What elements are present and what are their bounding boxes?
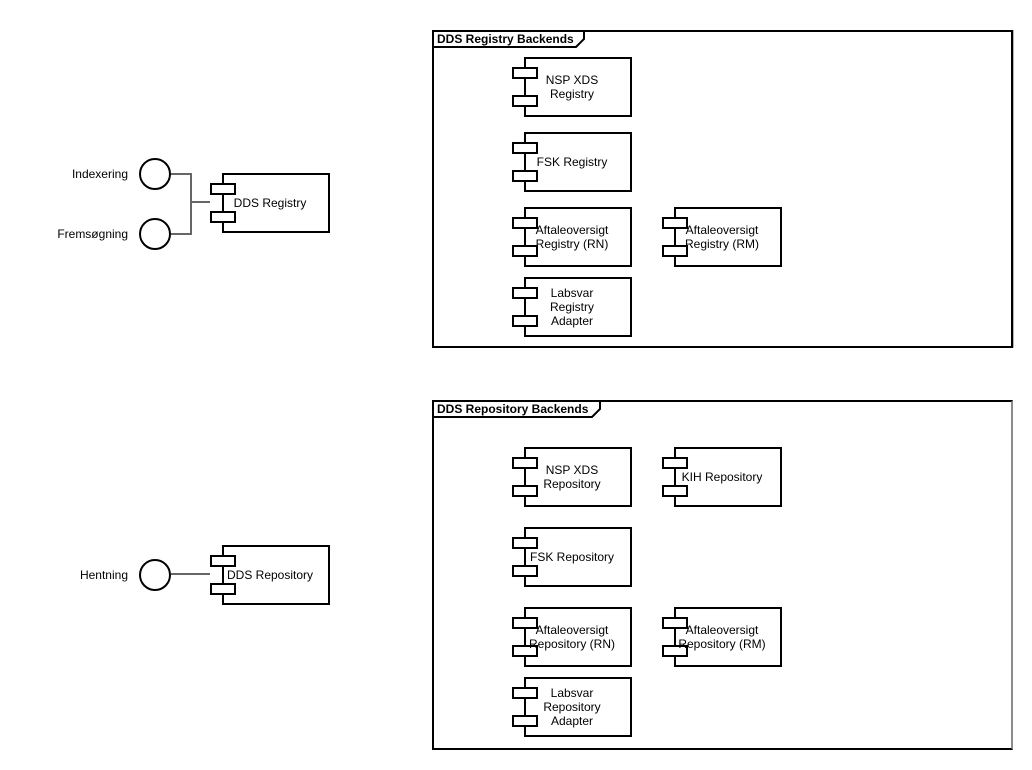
interface-circle-indexering[interactable]: [139, 158, 171, 190]
component-icon: [210, 555, 236, 567]
component-icon: [512, 217, 538, 229]
component-icon: [512, 287, 538, 299]
component-label: Labsvar Registry Adapter: [549, 286, 594, 328]
component-icon: [512, 170, 538, 182]
component-body: [524, 132, 632, 192]
interface-circle-fremsogning[interactable]: [139, 218, 171, 250]
component-body: [222, 173, 330, 233]
component-fsk-registry[interactable]: FSK Registry: [512, 132, 632, 192]
component-icon: [512, 95, 538, 107]
component-icon: [662, 457, 688, 469]
component-aftaleoversigt-repository-rn[interactable]: Aftaleoversigt Repository (RN): [512, 607, 632, 667]
component-dds-registry[interactable]: DDS Registry: [210, 173, 330, 233]
component-label: NSP XDS Repository: [543, 463, 601, 491]
component-icon: [512, 617, 538, 629]
component-icon: [662, 645, 688, 657]
component-icon: [662, 245, 688, 257]
component-nsp-xds-repository[interactable]: NSP XDS Repository: [512, 447, 632, 507]
interface-label-indexering: Indexering: [71, 167, 128, 181]
component-nsp-xds-registry[interactable]: NSP XDS Registry: [512, 57, 632, 117]
component-aftaleoversigt-registry-rn[interactable]: Aftaleoversigt Registry (RN): [512, 207, 632, 267]
component-icon: [210, 183, 236, 195]
component-label: Aftaleoversigt Repository (RM): [678, 623, 766, 651]
component-label: DDS Registry: [233, 196, 307, 210]
interface-label-fremsogning: Fremsøgning: [57, 227, 128, 241]
component-body: [674, 447, 782, 507]
component-icon: [512, 485, 538, 497]
component-icon: [512, 645, 538, 657]
interface-label-hentning: Hentning: [79, 568, 128, 582]
component-icon: [512, 245, 538, 257]
frame-title: DDS Repository Backends: [437, 402, 589, 416]
component-icon: [662, 485, 688, 497]
component-body: [524, 277, 632, 337]
frame-dds-registry-backends[interactable]: DDS Registry Backends NSP XDS Registry F…: [432, 30, 1013, 348]
connector-vertical-join: [190, 173, 192, 235]
component-icon: [210, 211, 236, 223]
component-label: KIH Repository: [681, 470, 763, 484]
frame-dds-repository-backends[interactable]: DDS Repository Backends NSP XDS Reposito…: [432, 400, 1013, 750]
component-body: [524, 207, 632, 267]
component-body: [524, 57, 632, 117]
component-label: NSP XDS Registry: [545, 73, 599, 101]
component-body: [524, 607, 632, 667]
component-body: [524, 677, 632, 737]
component-icon: [512, 315, 538, 327]
component-label: Aftaleoversigt Registry (RN): [535, 223, 609, 251]
component-icon: [512, 67, 538, 79]
component-icon: [210, 583, 236, 595]
component-label: FSK Registry: [536, 155, 608, 169]
component-fsk-repository[interactable]: FSK Repository: [512, 527, 632, 587]
connector-indexering: [171, 173, 191, 175]
component-labsvar-repository-adapter[interactable]: Labsvar Repository Adapter: [512, 677, 632, 737]
component-icon: [512, 457, 538, 469]
component-label: DDS Repository: [226, 568, 314, 582]
component-body: [524, 447, 632, 507]
component-dds-repository[interactable]: DDS Repository: [210, 545, 330, 605]
component-icon: [512, 565, 538, 577]
connector-fremsogning: [171, 233, 191, 235]
frame-title: DDS Registry Backends: [437, 32, 574, 46]
component-label: FSK Repository: [529, 550, 615, 564]
connector-to-dds-registry: [190, 201, 210, 203]
component-icon: [662, 217, 688, 229]
interface-circle-hentning[interactable]: [139, 559, 171, 591]
component-body: [524, 527, 632, 587]
component-label: Aftaleoversigt Registry (RM): [685, 223, 759, 251]
component-label: Aftaleoversigt Repository (RN): [528, 623, 615, 651]
component-body: [222, 545, 330, 605]
component-aftaleoversigt-repository-rm[interactable]: Aftaleoversigt Repository (RM): [662, 607, 782, 667]
frame-label-tab: [432, 400, 601, 418]
component-kih-repository[interactable]: KIH Repository: [662, 447, 782, 507]
connector-to-dds-repository: [171, 573, 210, 575]
component-icon: [512, 142, 538, 154]
component-labsvar-registry-adapter[interactable]: Labsvar Registry Adapter: [512, 277, 632, 337]
component-body: [674, 607, 782, 667]
component-body: [674, 207, 782, 267]
component-label: Labsvar Repository Adapter: [543, 686, 601, 728]
component-icon: [662, 617, 688, 629]
component-icon: [512, 537, 538, 549]
frame-label-tab: [432, 30, 585, 48]
component-aftaleoversigt-registry-rm[interactable]: Aftaleoversigt Registry (RM): [662, 207, 782, 267]
component-icon: [512, 687, 538, 699]
component-icon: [512, 715, 538, 727]
